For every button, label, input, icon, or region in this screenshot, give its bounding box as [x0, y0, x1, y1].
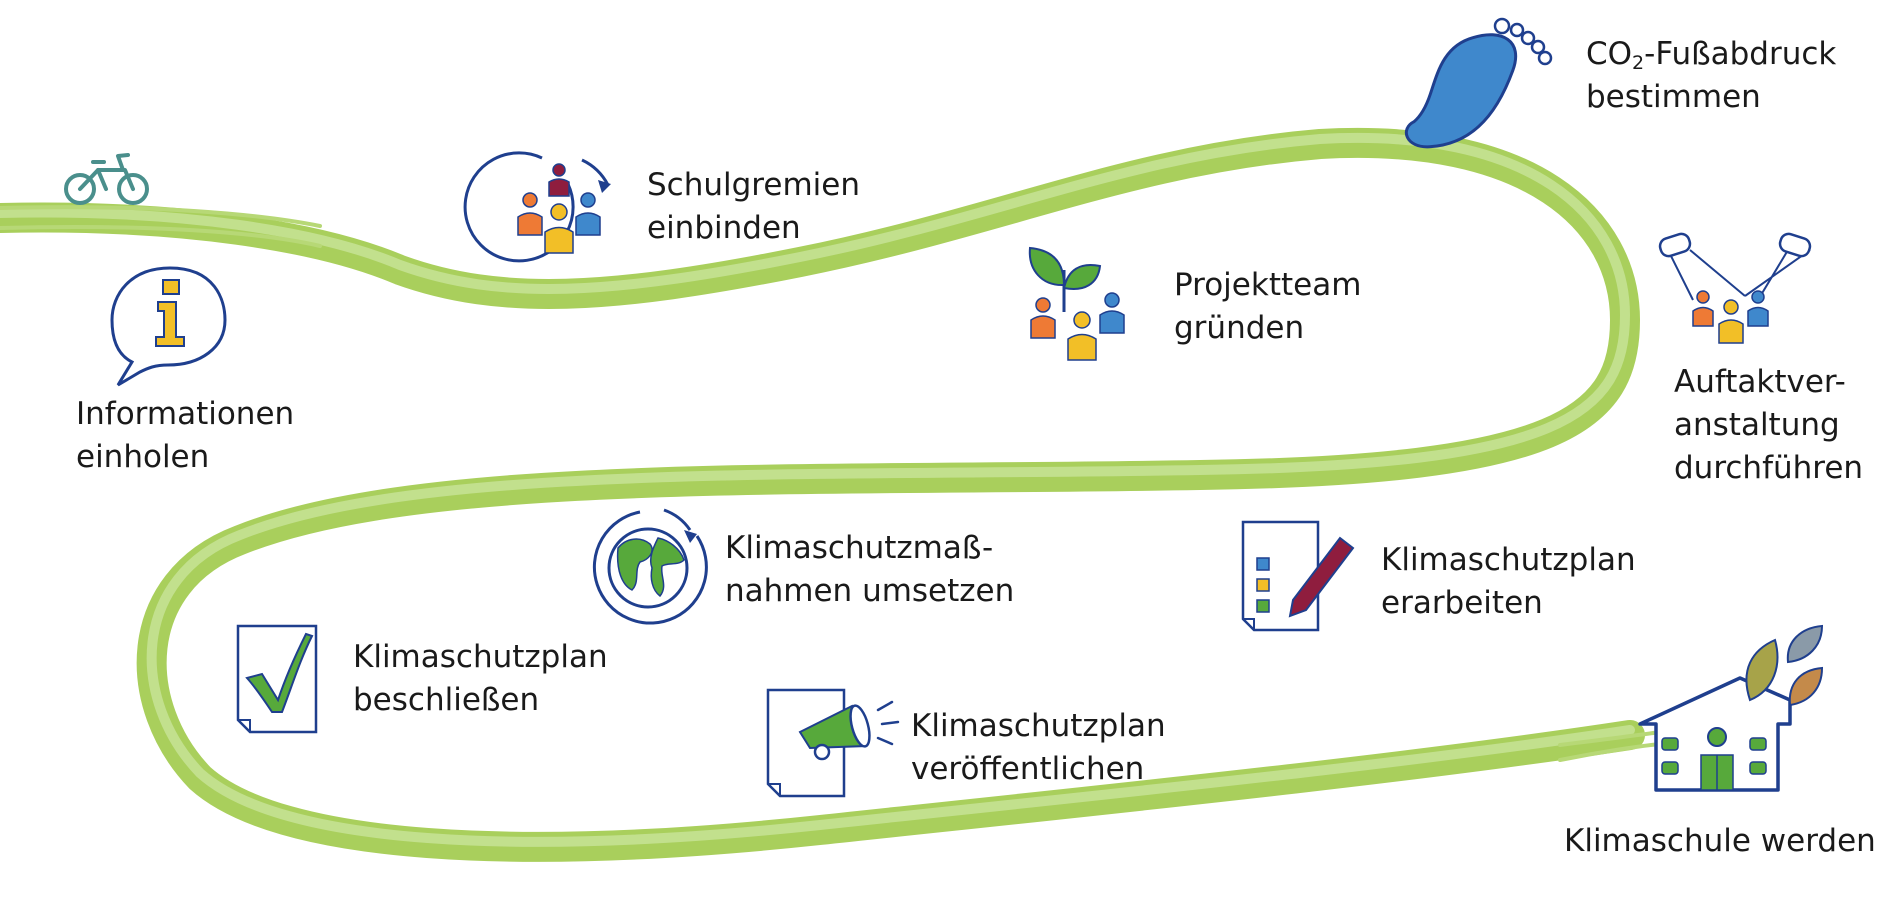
label-line: durchführen — [1674, 450, 1864, 486]
step-label-schulgremien: Schulgremien einbinden — [647, 164, 860, 250]
step-label-massnahmen: Klimaschutzmaß- nahmen umsetzen — [725, 527, 1014, 613]
co2-prefix: CO — [1586, 36, 1633, 72]
spotlight-stage-icon — [1658, 232, 1812, 344]
step-label-informationen: Informationen einholen — [76, 393, 294, 479]
label-line: Klimaschutzplan — [911, 708, 1166, 744]
school-leaves-icon — [1638, 624, 1824, 792]
co2-subscript: 2 — [1632, 52, 1645, 74]
label-line: veröffentlichen — [911, 751, 1145, 787]
step-label-plan-erarbeiten: Klimaschutzplan erarbeiten — [1381, 539, 1636, 625]
step-label-plan-beschliessen: Klimaschutzplan beschließen — [353, 636, 608, 722]
label-line: Auftaktver- — [1674, 364, 1846, 400]
document-check-icon — [236, 624, 318, 734]
label-line: anstaltung — [1674, 407, 1840, 443]
label-line: CO2-Fußabdruck — [1586, 33, 1836, 76]
footprint-icon — [1404, 17, 1553, 149]
step-label-plan-veroeffentlichen: Klimaschutzplan veröffentlichen — [911, 705, 1166, 791]
label-line: Informationen — [76, 396, 295, 432]
checklist-pencil-icon — [1241, 520, 1355, 632]
step-label-projektteam: Projektteam gründen — [1174, 264, 1361, 350]
document-megaphone-icon — [766, 688, 900, 798]
globe-cycle-icon — [592, 508, 708, 625]
label-line: Klimaschule werden — [1564, 823, 1876, 859]
label-line: Klimaschutzplan — [1381, 542, 1636, 578]
label-line: nahmen umsetzen — [725, 573, 1015, 609]
step-label-co2: CO2-Fußabdruck bestimmen — [1586, 33, 1836, 119]
label-line: Klimaschutzmaß- — [725, 530, 994, 566]
label-line: Klimaschutzplan — [353, 639, 608, 675]
group-cycle-icon — [463, 151, 611, 263]
label-line: einbinden — [647, 210, 801, 246]
label-line: Schulgremien — [647, 167, 860, 203]
co2-suffix: -Fußabdruck — [1644, 36, 1837, 72]
step-label-auftakt: Auftaktver- anstaltung durchführen — [1674, 361, 1863, 490]
label-line: bestimmen — [1586, 79, 1761, 115]
label-line: erarbeiten — [1381, 585, 1543, 621]
team-sprout-icon — [1028, 246, 1125, 361]
label-line: Projektteam — [1174, 267, 1362, 303]
winding-road-path — [0, 127, 1662, 862]
info-speech-bubble-icon — [110, 266, 227, 387]
bicycle-icon — [64, 153, 149, 205]
step-label-klimaschule: Klimaschule werden — [1564, 820, 1876, 863]
label-line: gründen — [1174, 310, 1305, 346]
label-line: beschließen — [353, 682, 540, 718]
label-line: einholen — [76, 439, 210, 475]
